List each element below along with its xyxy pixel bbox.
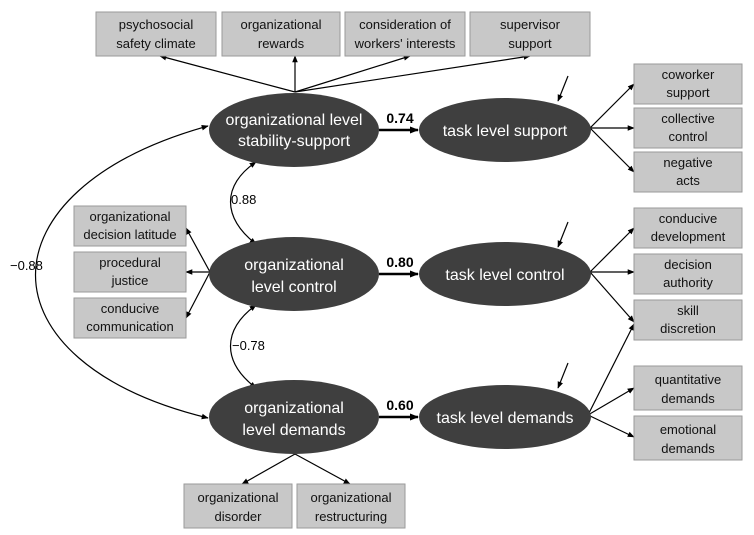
arrow-to-coworker (589, 83, 635, 129)
box-line-1: procedural (99, 255, 161, 270)
indicator-organizational-decision-latitude: organizational decision latitude (73, 205, 187, 247)
box-line-1: emotional (660, 422, 716, 437)
box-line-1: organizational (90, 209, 171, 224)
latent-label: task level demands (437, 410, 574, 427)
latent-org-demands: organizational level demands (209, 380, 379, 454)
indicator-boxes: psychosocial safety climate organization… (73, 11, 743, 529)
arrow-to-skill-from-control (589, 271, 635, 323)
indicator-negative-acts: negative acts (633, 151, 743, 193)
box-line-1: consideration of (359, 17, 451, 32)
box-line-2: justice (111, 273, 149, 288)
latent-variables: organizational level stability-support o… (209, 93, 591, 454)
indicator-organizational-rewards: organizational rewards (221, 11, 341, 57)
indicator-consideration-of-workers-interests: consideration of workers' interests (344, 11, 466, 57)
corr-control-demands: −0.78 (232, 338, 265, 353)
box-line-1: quantitative (655, 372, 722, 387)
path-coef-support: 0.74 (386, 110, 413, 126)
corr-support-demands: −0.88 (10, 258, 43, 273)
box-line-2: demands (661, 391, 715, 406)
coefficients: 0.74 0.80 0.60 0.88 −0.78 −0.88 (10, 110, 414, 413)
box-line-1: conducive (101, 301, 160, 316)
box-line-2: support (666, 85, 710, 100)
latent-task-control: task level control (419, 242, 591, 306)
latent-line-2: level control (251, 279, 336, 296)
latent-task-demands: task level demands (419, 385, 591, 449)
latent-line-1: organizational level (226, 112, 363, 129)
box-line-1: decision (664, 257, 712, 272)
box-line-2: discretion (660, 321, 716, 336)
arrow-to-disorder (241, 453, 296, 485)
box-line-1: negative (663, 155, 712, 170)
box-line-2: authority (663, 275, 713, 290)
box-line-2: restructuring (315, 509, 387, 524)
arrow-to-emotional (587, 414, 635, 438)
arrow-to-restructuring (294, 453, 351, 485)
arrow-to-supervisor (294, 54, 531, 93)
box-line-1: supervisor (500, 17, 561, 32)
latent-line-2: stability-support (238, 133, 351, 150)
residual-arrow-control (557, 221, 569, 248)
latent-label: task level support (443, 123, 568, 140)
box-line-1: skill (677, 303, 699, 318)
arrow-to-psychosocial (159, 54, 296, 93)
indicator-organizational-disorder: organizational disorder (183, 483, 293, 529)
latent-label: task level control (445, 267, 564, 284)
latent-line-1: organizational (244, 400, 344, 417)
path-coef-demands: 0.60 (386, 397, 413, 413)
arrow-to-development (589, 227, 635, 273)
box-line-2: demands (661, 441, 715, 456)
indicator-conducive-development: conducive development (633, 207, 743, 249)
corr-support-control: 0.88 (231, 192, 256, 207)
residual-arrow-demands (557, 362, 569, 389)
box-line-2: disorder (215, 509, 263, 524)
box-line-1: coworker (662, 67, 715, 82)
box-line-2: decision latitude (83, 227, 176, 242)
box-line-1: organizational (311, 490, 392, 505)
indicator-coworker-support: coworker support (633, 63, 743, 105)
arrow-to-negative (589, 127, 635, 173)
box-line-2: control (668, 129, 707, 144)
latent-task-support: task level support (419, 98, 591, 162)
latent-org-stability-support: organizational level stability-support (209, 93, 379, 167)
indicator-psychosocial-safety-climate: psychosocial safety climate (95, 11, 217, 57)
indicator-supervisor-support: supervisor support (469, 11, 591, 57)
box-line-2: rewards (258, 36, 305, 51)
box-line-1: conducive (659, 211, 718, 226)
box-line-2: safety climate (116, 36, 195, 51)
corr-curve-support-demands (34, 124, 209, 420)
arrow-to-quantitative (587, 387, 635, 416)
latent-org-control: organizational level control (209, 237, 379, 311)
residual-arrow-support (557, 75, 569, 102)
arrow-to-skill-from-demands (587, 323, 635, 416)
indicator-procedural-justice: procedural justice (73, 251, 187, 293)
indicator-organizational-restructuring: organizational restructuring (296, 483, 406, 529)
box-line-1: organizational (241, 17, 322, 32)
indicator-quantitative-demands: quantitative demands (633, 365, 743, 411)
box-line-1: organizational (198, 490, 279, 505)
corr-curve-control-demands (230, 304, 257, 389)
box-line-2: workers' interests (354, 36, 456, 51)
box-line-1: psychosocial (119, 17, 194, 32)
indicator-emotional-demands: emotional demands (633, 415, 743, 461)
arrows (34, 54, 635, 485)
latent-line-2: level demands (242, 422, 345, 439)
arrow-to-communication (185, 271, 211, 319)
corr-curve-support-control (230, 161, 257, 245)
indicator-skill-discretion: skill discretion (633, 299, 743, 341)
indicator-conducive-communication: conducive communication (73, 297, 187, 339)
arrow-to-decision-latitude (185, 227, 211, 273)
indicator-decision-authority: decision authority (633, 253, 743, 295)
box-line-2: acts (676, 173, 700, 188)
latent-line-1: organizational (244, 257, 344, 274)
path-coef-control: 0.80 (386, 254, 413, 270)
arrow-to-consideration (294, 55, 411, 93)
indicator-collective-control: collective control (633, 107, 743, 149)
box-line-2: communication (86, 319, 173, 334)
box-line-1: collective (661, 111, 714, 126)
box-line-2: support (508, 36, 552, 51)
box-line-2: development (651, 229, 726, 244)
